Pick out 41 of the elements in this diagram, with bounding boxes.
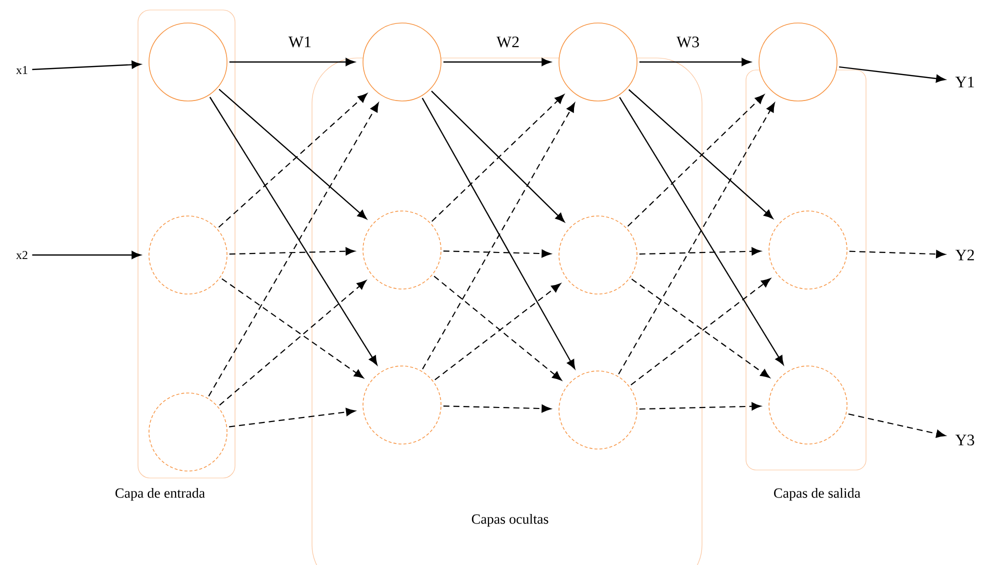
neuron-circle <box>768 366 848 444</box>
arrow <box>639 402 762 410</box>
layer-caption: Capas de salida <box>774 488 860 501</box>
arrow <box>639 58 751 66</box>
neuron-circle <box>148 216 228 294</box>
signal-label: x1 <box>16 66 28 74</box>
arrow <box>639 247 762 256</box>
arrow <box>839 66 946 83</box>
weight-label: W2 <box>496 36 519 48</box>
arrow <box>627 94 764 227</box>
neuron-circle <box>362 22 442 102</box>
arrow <box>219 280 366 406</box>
arrow <box>229 408 356 428</box>
arrow <box>32 251 141 260</box>
signal-label: x2 <box>16 251 28 259</box>
arrow <box>443 58 551 66</box>
signal-label: Y3 <box>955 434 974 446</box>
arrow <box>32 60 141 70</box>
neuron-circle <box>558 216 638 294</box>
arrow <box>229 247 356 256</box>
neuron-circle <box>758 22 838 102</box>
signal-label: Y2 <box>955 250 974 260</box>
neuron-circle <box>362 366 442 444</box>
weight-label: W1 <box>288 36 311 48</box>
arrow <box>229 58 355 66</box>
arrow <box>628 89 774 219</box>
neuron-circle <box>148 392 228 472</box>
signal-label: Y1 <box>955 76 974 88</box>
neuron-circle <box>768 210 848 290</box>
arrow <box>443 404 552 413</box>
neuron-circle <box>558 22 638 102</box>
weight-label: W3 <box>676 36 699 48</box>
layer-caption: Capa de entrada <box>116 488 205 501</box>
neuron-circle <box>148 22 228 102</box>
arrow <box>849 250 946 258</box>
arrow <box>848 413 946 438</box>
layer-caption: Capas ocultas <box>472 514 548 527</box>
arrow <box>222 278 364 378</box>
neuron-circle <box>558 370 638 450</box>
arrow <box>443 250 552 258</box>
neuron-circle <box>362 210 442 290</box>
